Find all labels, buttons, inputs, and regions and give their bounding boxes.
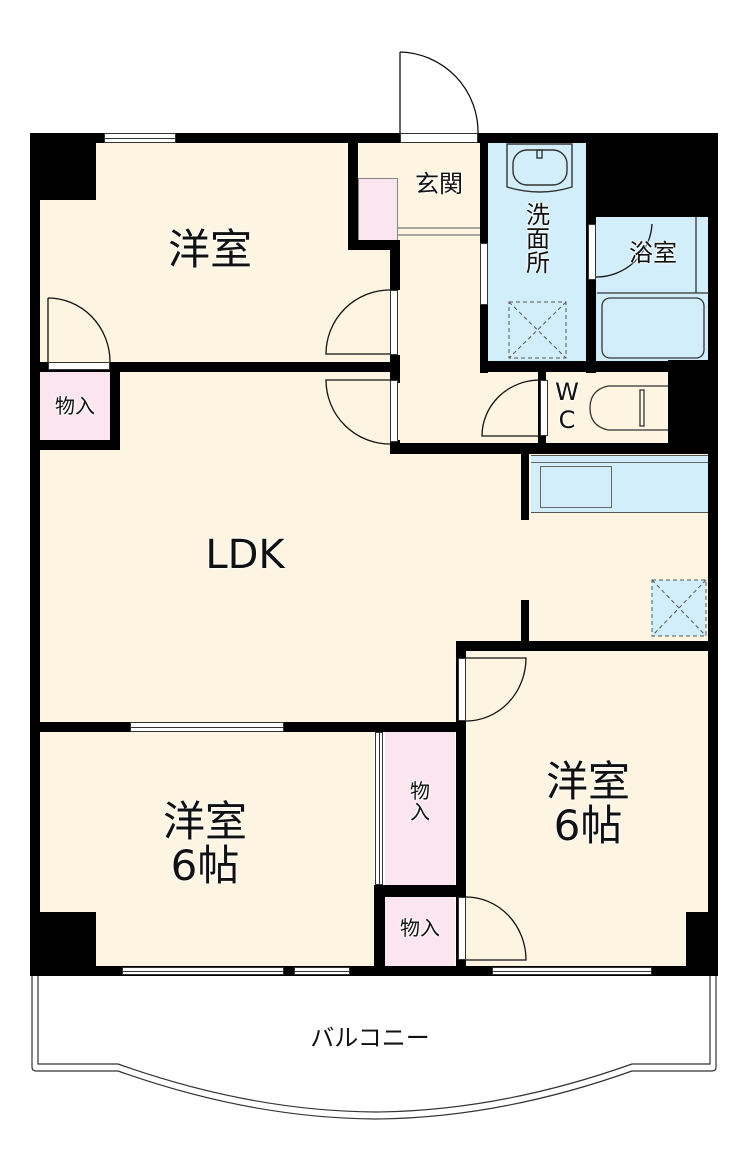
wall-corridor-left xyxy=(390,240,400,290)
storage-small-area xyxy=(385,897,455,968)
room3-door-icon xyxy=(465,657,527,722)
washroom-door-jamb xyxy=(480,243,488,305)
storage-tall-area xyxy=(385,732,455,885)
wall-left xyxy=(30,133,40,976)
storage-top-left-label: 物入 xyxy=(55,394,95,418)
storage-top-left-area xyxy=(38,370,110,440)
window-top-room xyxy=(104,133,176,143)
closet-sliding-door xyxy=(375,732,383,885)
room3-door-jamb xyxy=(458,658,466,721)
column-right-mid xyxy=(668,360,718,445)
wall-room1-bottom xyxy=(30,362,400,372)
kitchen-counter-edge xyxy=(531,462,709,463)
column-bottom-right xyxy=(686,912,718,976)
washing-machine-space-icon xyxy=(508,301,567,359)
toilet-icon xyxy=(589,385,668,431)
wall-room3-left xyxy=(456,641,466,976)
kitchen-sink-icon xyxy=(540,466,612,508)
wall-kitchen-stub-top xyxy=(521,450,529,520)
wall-genkan-step xyxy=(348,240,400,250)
wall-wet-bottom xyxy=(480,361,718,372)
balcony-label: バルコニー xyxy=(310,1024,430,1052)
entrance-door-swing-icon xyxy=(399,51,479,134)
room1-door-opening xyxy=(48,362,110,370)
balcony-outline xyxy=(31,976,717,1120)
western-room-top-label: 洋室 xyxy=(167,225,252,274)
storage-door-icon xyxy=(465,896,527,961)
wall-storage-small-left xyxy=(374,885,385,976)
wc-door-icon xyxy=(481,379,541,437)
ldk-door-jamb xyxy=(390,380,398,442)
room1-side-door-jamb xyxy=(390,290,398,355)
wall-room3-top xyxy=(456,641,718,651)
ldk-label: LDK xyxy=(205,532,285,578)
window-bottom-left-2 xyxy=(294,967,350,975)
wall-storage-tl-bottom xyxy=(30,440,120,450)
column-top-right xyxy=(586,133,718,217)
bathroom-area xyxy=(596,216,710,361)
room1-door-icon xyxy=(325,289,391,355)
window-ldk-room2 xyxy=(130,722,284,732)
ldk-door-icon xyxy=(325,379,391,445)
wc-door-jamb xyxy=(540,380,548,436)
wall-storage-tl-right xyxy=(110,362,120,450)
window-bottom-left-1 xyxy=(122,967,284,975)
column-top-left xyxy=(30,133,96,200)
column-bottom-left xyxy=(30,912,96,976)
wash-basin-icon xyxy=(506,143,573,193)
western-room-bottom-right-label: 洋室 6帖 xyxy=(545,757,630,851)
bath-door-jamb xyxy=(588,224,596,280)
wall-storage-mid xyxy=(374,885,466,897)
kitchen-counter xyxy=(531,455,709,513)
wall-top-left xyxy=(30,133,400,143)
wall-kitchen-stub-bottom xyxy=(521,600,529,648)
storage-small-door-jamb xyxy=(458,897,466,960)
toilet-label: W C xyxy=(555,378,579,435)
entrance-door-opening xyxy=(400,133,478,143)
storage-small-label: 物入 xyxy=(400,916,440,940)
room1-closet-door-icon xyxy=(47,297,111,363)
refrigerator-space-icon xyxy=(651,579,707,637)
wall-genkan-left xyxy=(348,133,358,248)
bathtub-icon xyxy=(597,217,709,359)
window-bottom-right xyxy=(492,967,652,975)
entrance-label: 玄関 xyxy=(415,170,463,198)
bath-door-icon xyxy=(595,223,653,278)
bathroom-label: 浴室 xyxy=(629,239,677,267)
western-room-bottom-left-label: 洋室 6帖 xyxy=(162,797,247,891)
wall-right xyxy=(708,133,718,976)
wall-corridor-left-2 xyxy=(390,355,400,383)
storage-tall-label: 物 入 xyxy=(410,779,430,824)
entrance-step-line xyxy=(398,227,480,236)
washroom-area xyxy=(488,141,586,361)
western-room-bottom-right xyxy=(466,655,710,968)
washroom-label: 洗 面 所 xyxy=(526,201,550,277)
wall-corridor-bottom xyxy=(390,443,718,454)
